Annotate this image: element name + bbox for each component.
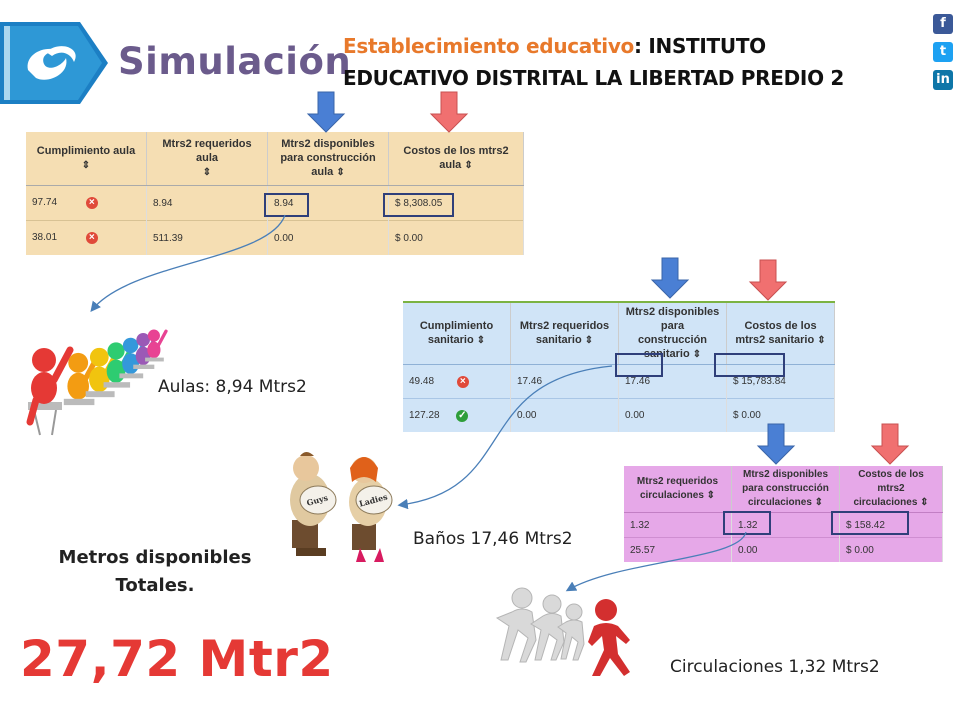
table-circulaciones: Mtrs2 requeridos circulaciones ⇕ Mtrs2 d…: [624, 466, 943, 562]
red-down-arrow: [429, 91, 469, 133]
error-icon: ×: [456, 375, 469, 388]
running-icon: [495, 587, 630, 676]
linkedin-icon[interactable]: in: [933, 70, 953, 90]
sort-icon: ⇕: [584, 335, 594, 346]
costos-cell: $ 8,308.05: [388, 185, 524, 221]
caption-banos: Baños 17,46 Mtrs2: [413, 529, 573, 549]
disponibles-cell: 17.46: [618, 364, 727, 399]
highlight-box: [831, 511, 909, 535]
check-icon: ✓: [456, 409, 469, 422]
column-header[interactable]: Costos de los mtrs2 sanitario ⇕: [726, 302, 835, 365]
cumplimiento-cell: 49.48 ×: [403, 364, 511, 399]
disponibles-cell: 8.94: [267, 185, 389, 221]
blue-down-arrow: [650, 257, 690, 299]
highlight-box: [615, 353, 663, 377]
disponibles-cell: 0.00: [618, 398, 727, 432]
red-down-arrow: [748, 259, 788, 301]
table-header-row: Cumplimiento sanitario ⇕ Mtrs2 requerido…: [403, 302, 835, 365]
connector-line: [565, 531, 747, 592]
costos-cell: $ 0.00: [839, 537, 943, 562]
facebook-icon[interactable]: f: [933, 14, 953, 34]
total-value: 27,72 Mtr2: [20, 630, 334, 688]
requeridos-cell: 511.39: [146, 220, 268, 255]
costos-cell: $ 15,783.84: [726, 364, 835, 399]
metros-disponibles-label: Metros disponibles Totales.: [50, 544, 260, 600]
blue-down-arrow: [756, 423, 796, 465]
sort-icon: ⇕: [920, 497, 929, 508]
sort-icon: ⇕: [814, 497, 824, 508]
sort-icon: ⇕: [464, 160, 473, 171]
red-down-arrow: [870, 423, 910, 465]
highlight-box: [714, 353, 785, 377]
table-row: 38.01 × 511.39 0.00 $ 0.00: [26, 220, 524, 255]
requeridos-cell: 1.32: [624, 512, 732, 538]
sort-icon: ⇕: [202, 167, 212, 178]
highlight-box: [723, 511, 771, 535]
sort-icon: ⇕: [476, 335, 486, 346]
caption-circulaciones: Circulaciones 1,32 Mtrs2: [670, 657, 880, 677]
column-header[interactable]: Mtrs2 disponibles para construcción sani…: [618, 302, 727, 365]
table-row: 25.57 0.00 $ 0.00: [624, 537, 943, 562]
metros-line-2: Totales.: [115, 575, 195, 596]
sort-icon: ⇕: [706, 490, 716, 501]
disponibles-cell: 0.00: [731, 537, 840, 562]
people-icon: [26, 329, 168, 436]
error-icon: ×: [85, 197, 98, 209]
sort-icon: ⇕: [817, 335, 826, 346]
metros-line-1: Metros disponibles: [58, 547, 252, 568]
requeridos-cell: 25.57: [624, 537, 732, 562]
connector-line: [397, 365, 613, 510]
table-sanitario: Cumplimiento sanitario ⇕ Mtrs2 requerido…: [403, 301, 835, 432]
column-header[interactable]: Mtrs2 requeridos sanitario ⇕: [510, 302, 619, 365]
cumplimiento-cell: 97.74 ×: [26, 185, 147, 221]
blue-down-arrow: [306, 91, 346, 133]
logo-icon: [0, 22, 108, 104]
column-header[interactable]: Mtrs2 requeridos aula⇕: [146, 132, 268, 186]
establishment-value: INSTITUTO EDUCATIVO DISTRITAL LA LIBERTA…: [343, 34, 845, 90]
restroom-icon: Guys Ladies: [290, 452, 393, 562]
cumplimiento-cell: 38.01 ×: [26, 220, 147, 255]
table-header-row: Mtrs2 requeridos circulaciones ⇕ Mtrs2 d…: [624, 466, 943, 513]
sort-icon: ⇕: [692, 349, 702, 360]
establishment-label: Establecimiento educativo: [343, 34, 634, 58]
cumplimiento-cell: 127.28 ✓: [403, 398, 511, 432]
table-row: 1.32 1.32 $ 158.42: [624, 512, 943, 538]
requeridos-cell: 0.00: [510, 398, 619, 432]
disponibles-cell: 0.00: [267, 220, 389, 255]
error-icon: ×: [85, 232, 98, 244]
twitter-icon[interactable]: t: [933, 42, 953, 62]
column-header[interactable]: Mtrs2 disponibles para construcción circ…: [731, 466, 840, 513]
sort-icon: ⇕: [336, 167, 345, 178]
page-title: Simulación: [118, 40, 352, 83]
highlight-box: [383, 193, 454, 217]
column-header[interactable]: Costos de los mtrs2 circulaciones ⇕: [839, 466, 943, 513]
table-row: 49.48 × 17.46 17.46 $ 15,783.84: [403, 364, 835, 399]
highlight-box: [264, 193, 309, 217]
requeridos-cell: 8.94: [146, 185, 268, 221]
table-row: 97.74 × 8.94 8.94 $ 8,308.05: [26, 185, 524, 221]
sort-icon: ⇕: [81, 160, 91, 171]
caption-aulas: Aulas: 8,94 Mtrs2: [158, 377, 307, 397]
establishment-heading: Establecimiento educativo: INSTITUTO EDU…: [343, 34, 845, 90]
costos-cell: $ 0.00: [388, 220, 524, 255]
connector-line: [90, 214, 286, 313]
social-links: f t in: [933, 14, 953, 98]
table-row: 127.28 ✓ 0.00 0.00 $ 0.00: [403, 398, 835, 432]
disponibles-cell: 1.32: [731, 512, 840, 538]
column-header[interactable]: Mtrs2 disponibles para construcción aula…: [267, 132, 389, 186]
requeridos-cell: 17.46: [510, 364, 619, 399]
column-header[interactable]: Cumplimiento aula⇕: [26, 132, 147, 186]
column-header[interactable]: Cumplimiento sanitario ⇕: [403, 302, 511, 365]
